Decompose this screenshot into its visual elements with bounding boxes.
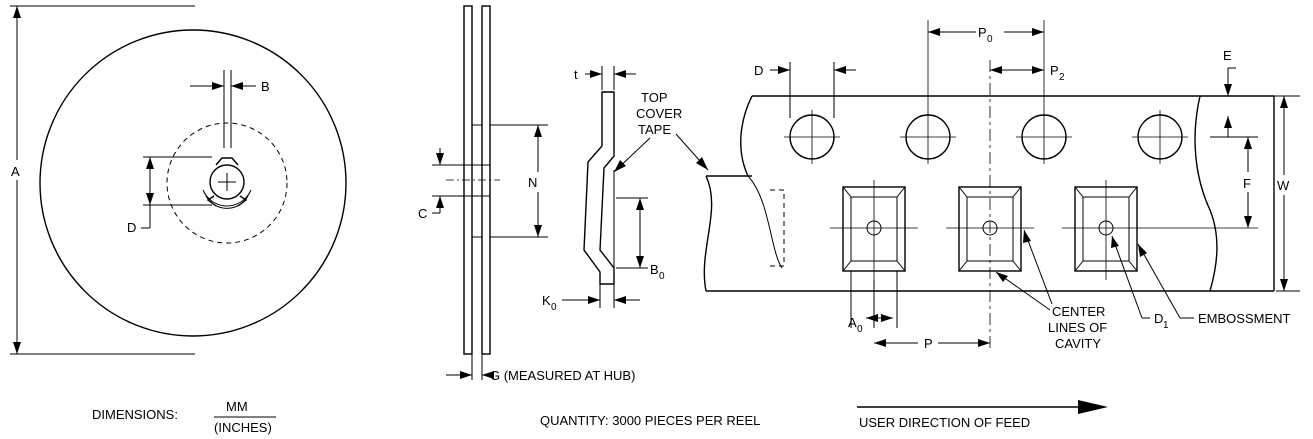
quantity-text: QUANTITY: 3000 PIECES PER REEL <box>540 413 760 428</box>
label-embossment: EMBOSSMENT <box>1198 311 1291 326</box>
cavity <box>1062 180 1258 280</box>
label-K0: K <box>542 293 551 308</box>
label-C: C <box>418 206 427 221</box>
dimension-P2: P 2 <box>990 63 1065 83</box>
dimension-P: P <box>874 336 990 351</box>
label-t: t <box>574 67 578 82</box>
label-P0: P <box>978 25 987 40</box>
feed-arrow-head <box>1078 400 1108 414</box>
label-D-tape: D <box>754 63 763 78</box>
embossment-callout: EMBOSSMENT <box>1137 243 1291 326</box>
unit-mm: MM <box>226 399 248 414</box>
unit-inches: (INCHES) <box>214 420 272 435</box>
dimension-F: F <box>1210 136 1258 228</box>
label-A: A <box>11 164 20 179</box>
dimension-G: G (MEASURED AT HUB) <box>446 354 635 383</box>
reel-outline <box>39 29 347 337</box>
label-P0-sub: 0 <box>987 34 993 45</box>
feed-direction-text: USER DIRECTION OF FEED <box>859 415 1030 430</box>
top-cover-tape-callout: TOP COVER TAPE <box>613 90 709 173</box>
dimension-D-tape: D <box>754 62 856 118</box>
label-top-cover-tape-2: COVER <box>636 106 682 121</box>
label-E: E <box>1223 48 1232 63</box>
label-D-reel: D <box>127 220 136 235</box>
dimension-N: N <box>490 124 548 238</box>
label-P2: P <box>1050 63 1059 78</box>
cavity <box>830 180 918 280</box>
dimension-t: t <box>574 66 636 90</box>
label-F: F <box>1243 176 1251 191</box>
sprocket-holes <box>784 110 1188 164</box>
label-center-lines-3: CAVITY <box>1055 336 1101 351</box>
reel-side-view: C N G (MEASURED AT HUB) <box>418 5 635 383</box>
embossed-cavities <box>830 180 1258 280</box>
dimension-A0: A 0 <box>848 271 898 335</box>
dimension-E: E <box>1216 48 1276 137</box>
label-D1-sub: 1 <box>1163 320 1169 331</box>
tape-cross-section: t TOP COVER TAPE B 0 <box>542 66 709 313</box>
dimension-K0: K 0 <box>542 284 640 313</box>
label-N: N <box>528 175 537 190</box>
dimensions-label: DIMENSIONS: <box>92 407 178 422</box>
D1-callout: D 1 <box>1111 235 1169 331</box>
center-lines-callout: CENTER LINES OF CAVITY <box>995 229 1107 351</box>
label-center-lines-2: LINES OF <box>1048 320 1107 335</box>
dimension-B: B <box>190 70 270 148</box>
label-B: B <box>261 79 270 94</box>
reel-front-view: A B D <box>10 5 347 355</box>
label-A0-sub: 0 <box>857 324 863 335</box>
label-top-cover-tape-1: TOP <box>641 90 668 105</box>
footer: DIMENSIONS: MM (INCHES) QUANTITY: 3000 P… <box>92 399 1108 435</box>
dimension-A: A <box>10 5 195 355</box>
label-P2-sub: 2 <box>1059 72 1065 83</box>
label-center-lines-1: CENTER <box>1052 304 1105 319</box>
dimension-D-reel: D <box>127 156 212 235</box>
label-P: P <box>924 336 933 351</box>
label-B0-sub: 0 <box>659 271 665 282</box>
label-G: G (MEASURED AT HUB) <box>490 368 635 383</box>
label-W: W <box>1277 178 1290 193</box>
reel-hub-dashed <box>166 122 288 244</box>
label-K0-sub: 0 <box>551 302 557 313</box>
dimension-B0: B 0 <box>616 197 665 282</box>
label-B0: B <box>650 262 659 277</box>
label-A0: A <box>848 315 857 330</box>
dimension-C: C <box>418 148 464 221</box>
dimension-W: W <box>1276 95 1300 292</box>
label-top-cover-tape-3: TAPE <box>638 122 671 137</box>
tape-profile <box>583 91 615 285</box>
spindle-hub <box>202 157 252 209</box>
dimension-P0: P 0 <box>928 25 1044 45</box>
label-D1: D <box>1154 311 1163 326</box>
